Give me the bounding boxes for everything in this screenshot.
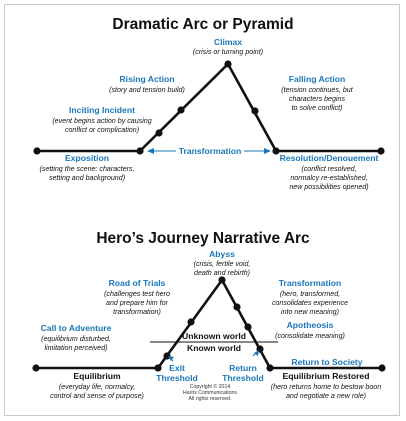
equilibrium-label: Equilibrium <box>73 371 121 381</box>
hero-transformation-desc-1: (hero, transformed, <box>280 290 340 298</box>
equilibrium-restored-desc-1: (hero returns home to bestow boon <box>271 383 381 391</box>
return-to-society-label: Return to Society <box>291 357 362 367</box>
dramatic-end-dot <box>377 147 385 155</box>
inciting-incident-desc-2: conflict or complication) <box>65 126 139 134</box>
apotheosis-label: Apotheosis <box>287 320 334 330</box>
return-threshold-arrow <box>252 350 259 357</box>
falling-action-desc-2: characters begins <box>289 95 345 103</box>
exit-threshold-arrow <box>168 356 174 362</box>
hero-transformation-desc-3: into new meaning) <box>281 308 339 316</box>
transformation-arrow <box>147 148 271 154</box>
exposition-dot <box>136 147 144 155</box>
falling-action-label: Falling Action <box>289 74 346 84</box>
dramatic-transformation-label: Transformation <box>179 146 242 156</box>
equilibrium-restored-label: Equilibrium Restored <box>283 371 370 381</box>
call-to-adventure-label: Call to Adventure <box>41 323 112 333</box>
resolution-label: Resolution/Denouement <box>280 153 379 163</box>
road-of-trials-dot <box>187 318 195 326</box>
equilibrium-dot <box>154 364 162 372</box>
call-to-adventure-desc-1: (equilibrium disturbed, <box>41 335 111 343</box>
resolution-desc-3: new possibilities opened) <box>289 183 368 191</box>
hero-transformation-desc-2: consolidates experience <box>272 299 348 307</box>
copyright-line-1: Copyright © 2014 <box>190 383 231 390</box>
diagram-frame <box>4 4 400 416</box>
exposition-label: Exposition <box>65 153 109 163</box>
known-world-label: Known world <box>187 343 241 353</box>
rising-action-dot <box>177 106 185 114</box>
exit-threshold-label-2: Threshold <box>156 373 198 383</box>
return-to-society-dot <box>266 364 274 372</box>
exposition-desc-1: (setting the scene: characters, <box>39 165 134 173</box>
climax-dot <box>224 60 232 68</box>
exit-threshold-label-1: Exit <box>169 363 185 373</box>
exit-threshold-dot <box>163 352 171 360</box>
rising-action-label: Rising Action <box>119 74 174 84</box>
road-of-trials-desc-3: transformation) <box>113 308 161 316</box>
hero-arc <box>156 277 272 369</box>
apotheosis-dot <box>244 323 252 331</box>
hero-end-dot <box>378 364 386 372</box>
copyright-line-2: Harris Communications <box>183 390 237 396</box>
dramatic-start-dot <box>33 147 41 155</box>
road-of-trials-desc-1: (challenges test hero <box>104 290 170 298</box>
equilibrium-desc-2: control and sense of purpose) <box>50 392 144 400</box>
inciting-incident-desc-1: (event begins action by causing <box>52 117 151 125</box>
unknown-world-label: Unknown world <box>182 331 246 341</box>
rising-action-desc: (story and tension build) <box>109 86 185 94</box>
equilibrium-desc-1: (everyday life, normalcy, <box>59 383 135 391</box>
abyss-dot <box>218 276 226 284</box>
falling-action-desc-1: (tension continues, but <box>281 86 353 94</box>
call-to-adventure-desc-2: limitation perceived) <box>44 344 107 352</box>
falling-action-desc-3: to solve conflict) <box>292 104 343 112</box>
hero-transformation-label: Transformation <box>279 278 342 288</box>
transformation-dot <box>233 303 241 311</box>
equilibrium-restored-desc-2: and negotiate a new role) <box>286 392 366 400</box>
road-of-trials-desc-2: and prepare him for <box>106 299 169 307</box>
climax-desc: (crisis or turning point) <box>193 48 263 56</box>
abyss-label: Abyss <box>209 249 235 259</box>
resolution-desc-2: normalcy re-established, <box>290 174 367 182</box>
resolution-desc-1: (conflict resolved, <box>301 165 356 173</box>
climax-label: Climax <box>214 37 242 47</box>
copyright-line-3: All rights reserved. <box>189 396 232 402</box>
hero-journey-title: Hero’s Journey Narrative Arc <box>96 230 310 247</box>
return-threshold-label-2: Threshold <box>222 373 264 383</box>
falling-action-dot <box>251 107 259 115</box>
return-threshold-label-1: Return <box>229 363 257 373</box>
inciting-incident-dot <box>155 129 163 137</box>
abyss-desc-2: death and rebirth) <box>194 269 250 277</box>
abyss-desc-1: (crisis, fertile void, <box>194 260 251 268</box>
inciting-incident-label: Inciting Incident <box>69 105 135 115</box>
resolution-dot <box>272 147 280 155</box>
exposition-desc-2: setting and background) <box>49 174 125 182</box>
road-of-trials-label: Road of Trials <box>109 278 166 288</box>
apotheosis-desc: (consolidate meaning) <box>275 332 345 340</box>
dramatic-arc-title: Dramatic Arc or Pyramid <box>112 16 293 33</box>
hero-start-dot <box>32 364 40 372</box>
